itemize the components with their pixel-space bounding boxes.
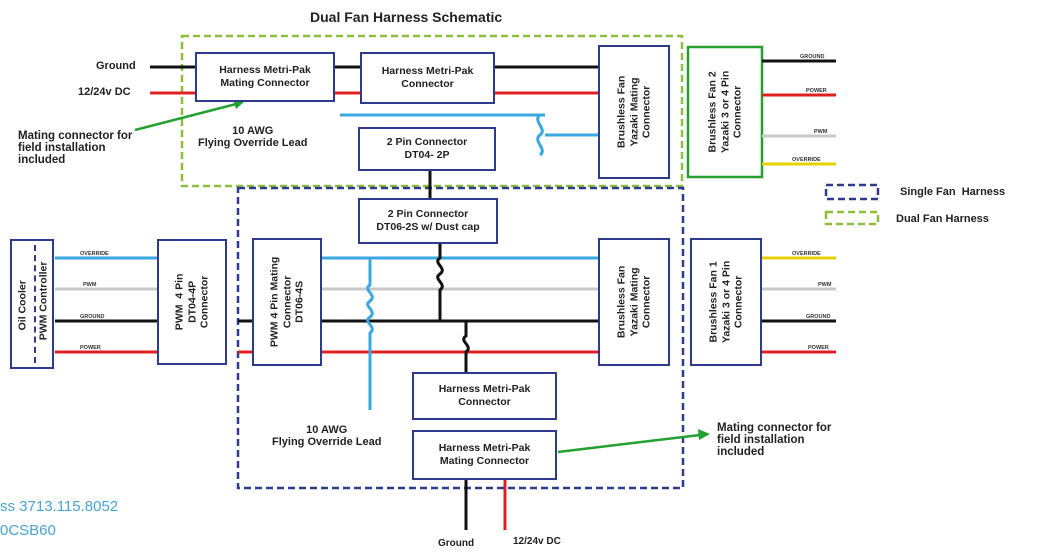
cooler-divider: [34, 245, 36, 363]
mid-2pin-box: 2 Pin Connector DT06-2S w/ Dust cap: [358, 198, 498, 244]
top-ground-label: Ground: [96, 60, 136, 72]
mid-fan-mating-box: Brushless Fan Yazaki Mating Connector: [598, 238, 670, 366]
dual-harness-frame: [180, 34, 684, 188]
legend-single-swatch: [824, 183, 880, 201]
pwm-4pin-label: PWM 4 Pin DT04-4P Connector: [173, 273, 211, 331]
footer-phone: ss 3713.115.8052: [0, 498, 119, 515]
fan1-wire-label-2: GROUND: [806, 314, 831, 320]
top-metripak-box: Harness Metri-Pak Connector: [360, 52, 495, 104]
mid-2pin-label: 2 Pin Connector DT06-2S w/ Dust cap: [376, 208, 480, 233]
left-wire-label-1: PWM: [83, 282, 97, 288]
bottom-power-label: 12/24v DC: [513, 536, 561, 547]
fan2-frame: [686, 45, 764, 179]
fan1-wire-label-1: PWM: [818, 282, 832, 288]
fan2-wire-label-3: OVERRIDE: [792, 157, 821, 163]
pwm-controller-label: PWM Controller: [37, 261, 50, 341]
diagram-title: Dual Fan Harness Schematic: [310, 9, 503, 25]
mid-metripak-label: Harness Metri-Pak Connector: [438, 383, 531, 408]
single-harness-frame: [236, 186, 685, 490]
pwm-mating-label: PWM 4 Pin Mating Connector DT06-4S: [268, 256, 306, 348]
top-note: Mating connector for field installation …: [18, 130, 133, 166]
bottom-ground-label: Ground: [438, 538, 475, 549]
top-mating-box: Harness Metri-Pak Mating Connector: [195, 52, 335, 102]
top-mating-label: Harness Metri-Pak Mating Connector: [219, 64, 311, 89]
pwm-mating-box: PWM 4 Pin Mating Connector DT06-4S: [252, 238, 322, 366]
mid-mating-label: Harness Metri-Pak Mating Connector: [438, 442, 531, 467]
top-override-wire: [340, 113, 600, 157]
top-2pin-label: 2 Pin Connector DT04- 2P: [386, 136, 468, 161]
legend-single-label: Single Fan Harness: [900, 186, 1006, 198]
mid-coil-black2: [462, 321, 470, 372]
top-flying-lead-label: 10 AWG Flying Override Lead: [198, 125, 308, 149]
mid-flying-lead: [366, 258, 374, 410]
top-note-arrow: [134, 101, 241, 132]
mid-mating-box: Harness Metri-Pak Mating Connector: [412, 430, 557, 480]
fan1-box: Brushless Fan 1 Yazaki 3 or 4 Pin Connec…: [690, 238, 762, 366]
fan2-label: Brushless Fan 2 Yazaki 3 or 4 Pin Connec…: [706, 70, 744, 154]
top-metripak-label: Harness Metri-Pak Connector: [381, 65, 474, 90]
left-wire-label-3: POWER: [80, 345, 101, 351]
mid-fan-mating-label: Brushless Fan Yazaki Mating Connector: [615, 265, 653, 339]
mid-coil-black: [436, 244, 444, 321]
mid-flying-lead-label: 10 AWG Flying Override Lead: [272, 424, 382, 448]
left-wire-label-2: GROUND: [80, 314, 105, 320]
fan2-wire-label-2: PWM: [814, 129, 828, 135]
legend-dual-swatch: [824, 210, 880, 226]
oil-cooler-label: Oil Cooler: [16, 280, 29, 331]
mid-metripak-box: Harness Metri-Pak Connector: [412, 372, 557, 420]
fan1-wire-label-0: OVERRIDE: [792, 251, 821, 257]
fan1-label: Brushless Fan 1 Yazaki 3 or 4 Pin Connec…: [707, 260, 745, 344]
bottom-note-arrow: [557, 433, 701, 454]
footer-code: 0CSB60: [0, 522, 56, 539]
left-wire-label-0: OVERRIDE: [80, 251, 109, 257]
top-fan-mating-label: Brushless Fan Yazaki Mating Connector: [615, 75, 653, 149]
top-fan-mating-box: Brushless Fan Yazaki Mating Connector: [598, 45, 670, 179]
fan2-wire-label-0: GROUND: [800, 54, 825, 60]
mid-note: Mating connector for field installation …: [717, 422, 832, 458]
fan2-wire-label-1: POWER: [806, 88, 827, 94]
fan2-box: Brushless Fan 2 Yazaki 3 or 4 Pin Connec…: [690, 49, 760, 175]
legend-dual-label: Dual Fan Harness: [896, 213, 989, 225]
bottom-note-arrowhead: [698, 429, 710, 440]
pwm-4pin-box: PWM 4 Pin DT04-4P Connector: [157, 239, 227, 365]
top-2pin-box: 2 Pin Connector DT04- 2P: [358, 127, 496, 171]
oil-cooler-box: Oil Cooler PWM Controller: [10, 239, 54, 369]
top-power-label: 12/24v DC: [78, 86, 131, 98]
fan1-wire-label-3: POWER: [808, 345, 829, 351]
